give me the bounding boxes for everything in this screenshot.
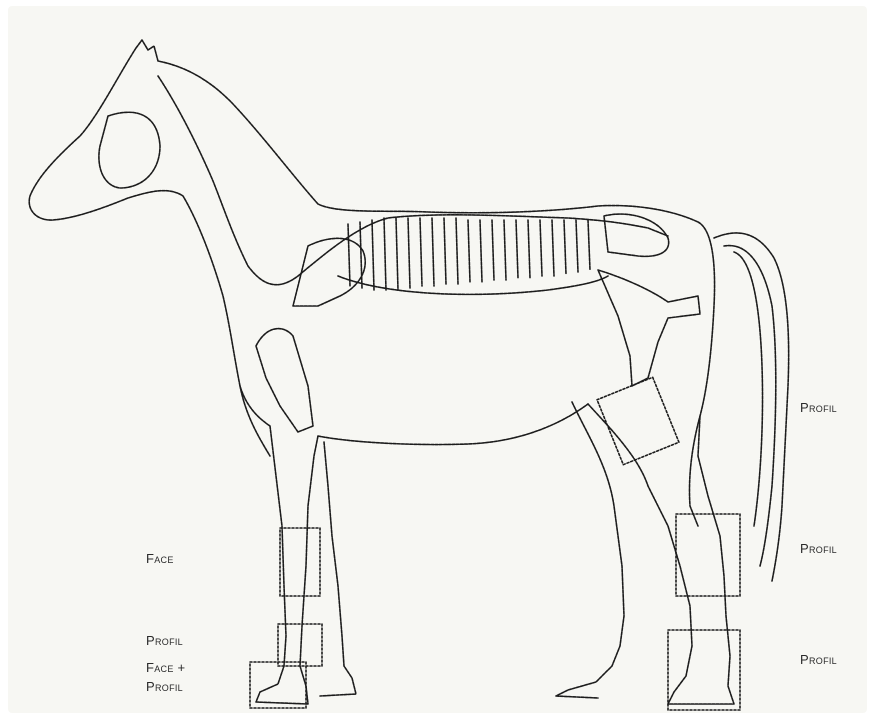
horse-humerus xyxy=(256,329,313,432)
box-front-cannon xyxy=(280,528,320,596)
label-face: Face xyxy=(146,551,174,567)
horse-skeleton-drawing xyxy=(8,6,875,725)
horse-vertebrae xyxy=(348,218,590,290)
horse-femur xyxy=(598,270,700,386)
label-profil-hind-foot: Profil xyxy=(800,652,837,668)
horse-belly-outline xyxy=(318,404,588,445)
diagram-sheet: Face Profil Face + Profil Profil Profil … xyxy=(8,6,867,713)
label-face-profil-line1: Face + xyxy=(146,660,185,676)
horse-spine xyxy=(158,76,668,285)
label-profil-front: Profil xyxy=(146,633,183,649)
horse-skull-outline xyxy=(99,112,160,188)
box-front-hoof xyxy=(250,662,306,708)
label-face-profil-line2: Profil xyxy=(146,679,183,695)
horse-scapula xyxy=(293,238,365,306)
box-hind-cannon xyxy=(676,514,740,596)
horse-tail xyxy=(714,233,789,581)
label-profil-hind-cannon: Profil xyxy=(800,541,837,557)
box-hock xyxy=(597,377,679,464)
horse-front-leg-far xyxy=(320,442,356,696)
horse-hind-leg-far xyxy=(556,402,624,698)
label-profil-hock: Profil xyxy=(800,400,837,416)
horse-ribcage-line xyxy=(338,276,608,294)
horse-pelvis xyxy=(604,214,669,256)
